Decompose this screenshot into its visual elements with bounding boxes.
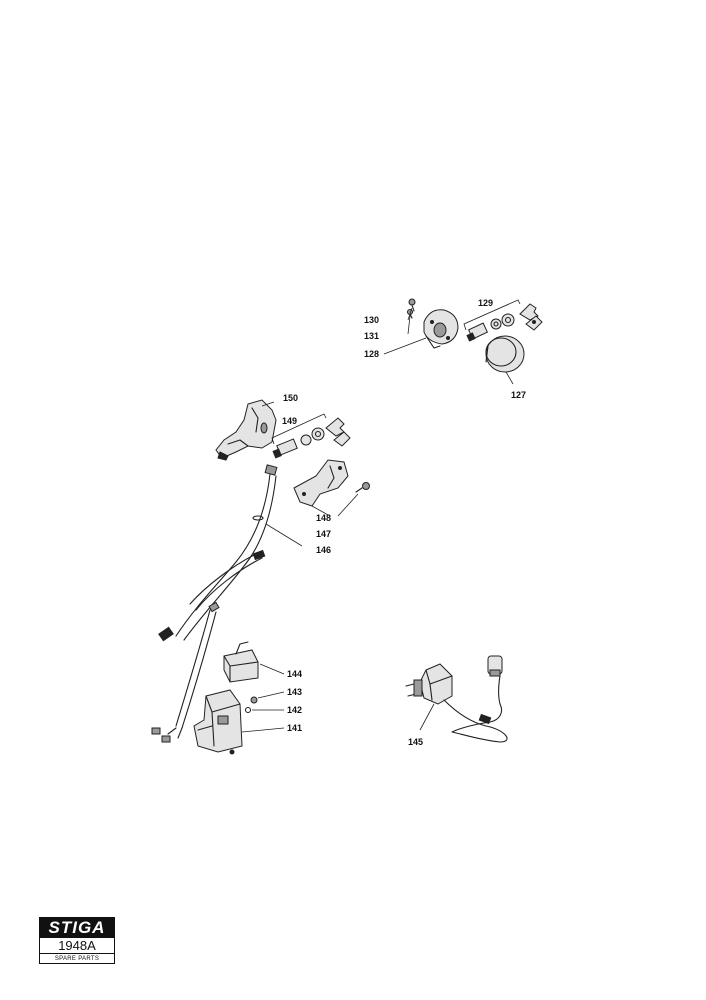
part-144-battery: [223, 641, 259, 683]
part-142-washer: [244, 706, 252, 714]
part-127-cover-cap: [485, 335, 525, 373]
part-148-screw: [355, 482, 370, 493]
part-146-cable-harness: [151, 464, 278, 743]
part-147-mounting-plate: [293, 459, 349, 507]
part-128-switch-housing: [423, 309, 459, 349]
diagram-code: 1948A: [58, 938, 96, 953]
callout-127: 127: [511, 390, 526, 400]
part-141-battery-box: [193, 689, 243, 755]
callout-145: 145: [408, 737, 423, 747]
callout-129: 129: [478, 298, 493, 308]
callout-142: 142: [287, 705, 302, 715]
stiga-logo-box: STIGA 1948A SPARE PARTS: [39, 917, 115, 964]
part-143-screw: [250, 696, 258, 704]
callout-144: 144: [287, 669, 302, 679]
callout-149: 149: [282, 416, 297, 426]
callout-130: 130: [364, 315, 379, 325]
brand-logo: STIGA: [40, 918, 114, 938]
callout-131: 131: [364, 331, 379, 341]
callout-143: 143: [287, 687, 302, 697]
part-150-switch-bracket: [215, 399, 277, 461]
logo-subtitle: SPARE PARTS: [40, 953, 114, 964]
part-145-charger: [405, 655, 508, 743]
callout-148: 148: [316, 513, 331, 523]
callout-147: 147: [316, 529, 331, 539]
part-149-key-switch: [271, 413, 351, 459]
part-130-screw: [408, 298, 416, 312]
part-129-key-switch: [463, 299, 543, 342]
callout-150: 150: [283, 393, 298, 403]
callout-146: 146: [316, 545, 331, 555]
callout-128: 128: [364, 349, 379, 359]
callout-141: 141: [287, 723, 302, 733]
